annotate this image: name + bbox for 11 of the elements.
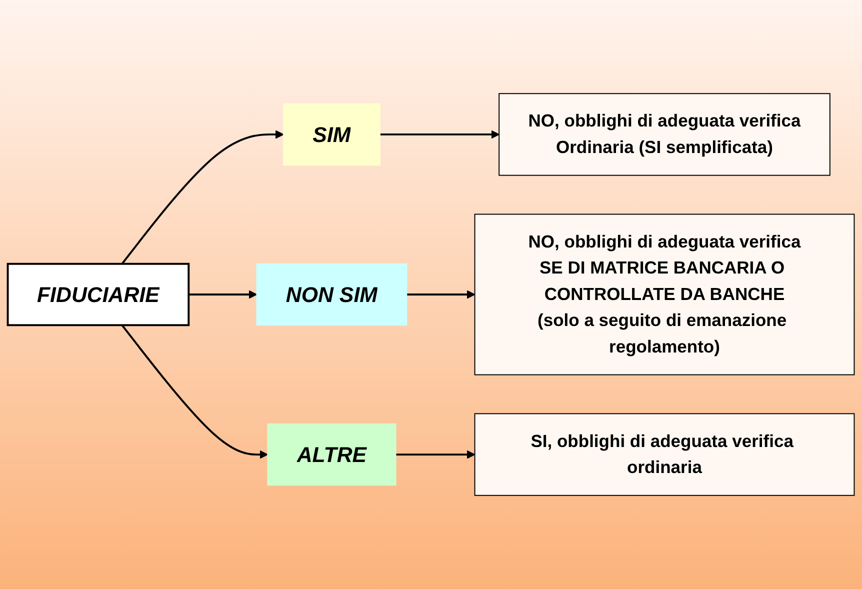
arrow	[380, 130, 500, 139]
node-box: NO, obblighi di adeguata verifica Ordinaria (SI semplificata)	[498, 93, 830, 176]
arrow	[396, 450, 476, 459]
node-box: SI, obblighi di adeguata verifica ordinaria	[474, 413, 855, 496]
node-box: NO, obblighi di adeguata verifica SE DI MATRICE BANCARIA O CONTROLLATE DA BANCHE (solo a seguito di emanazione regolamento)	[474, 214, 855, 376]
arrow	[121, 324, 268, 459]
arrow	[121, 130, 284, 264]
node-box: SIM	[283, 103, 380, 166]
node-box: NON SIM	[256, 263, 408, 326]
arrow	[188, 290, 258, 299]
arrow	[406, 290, 476, 299]
